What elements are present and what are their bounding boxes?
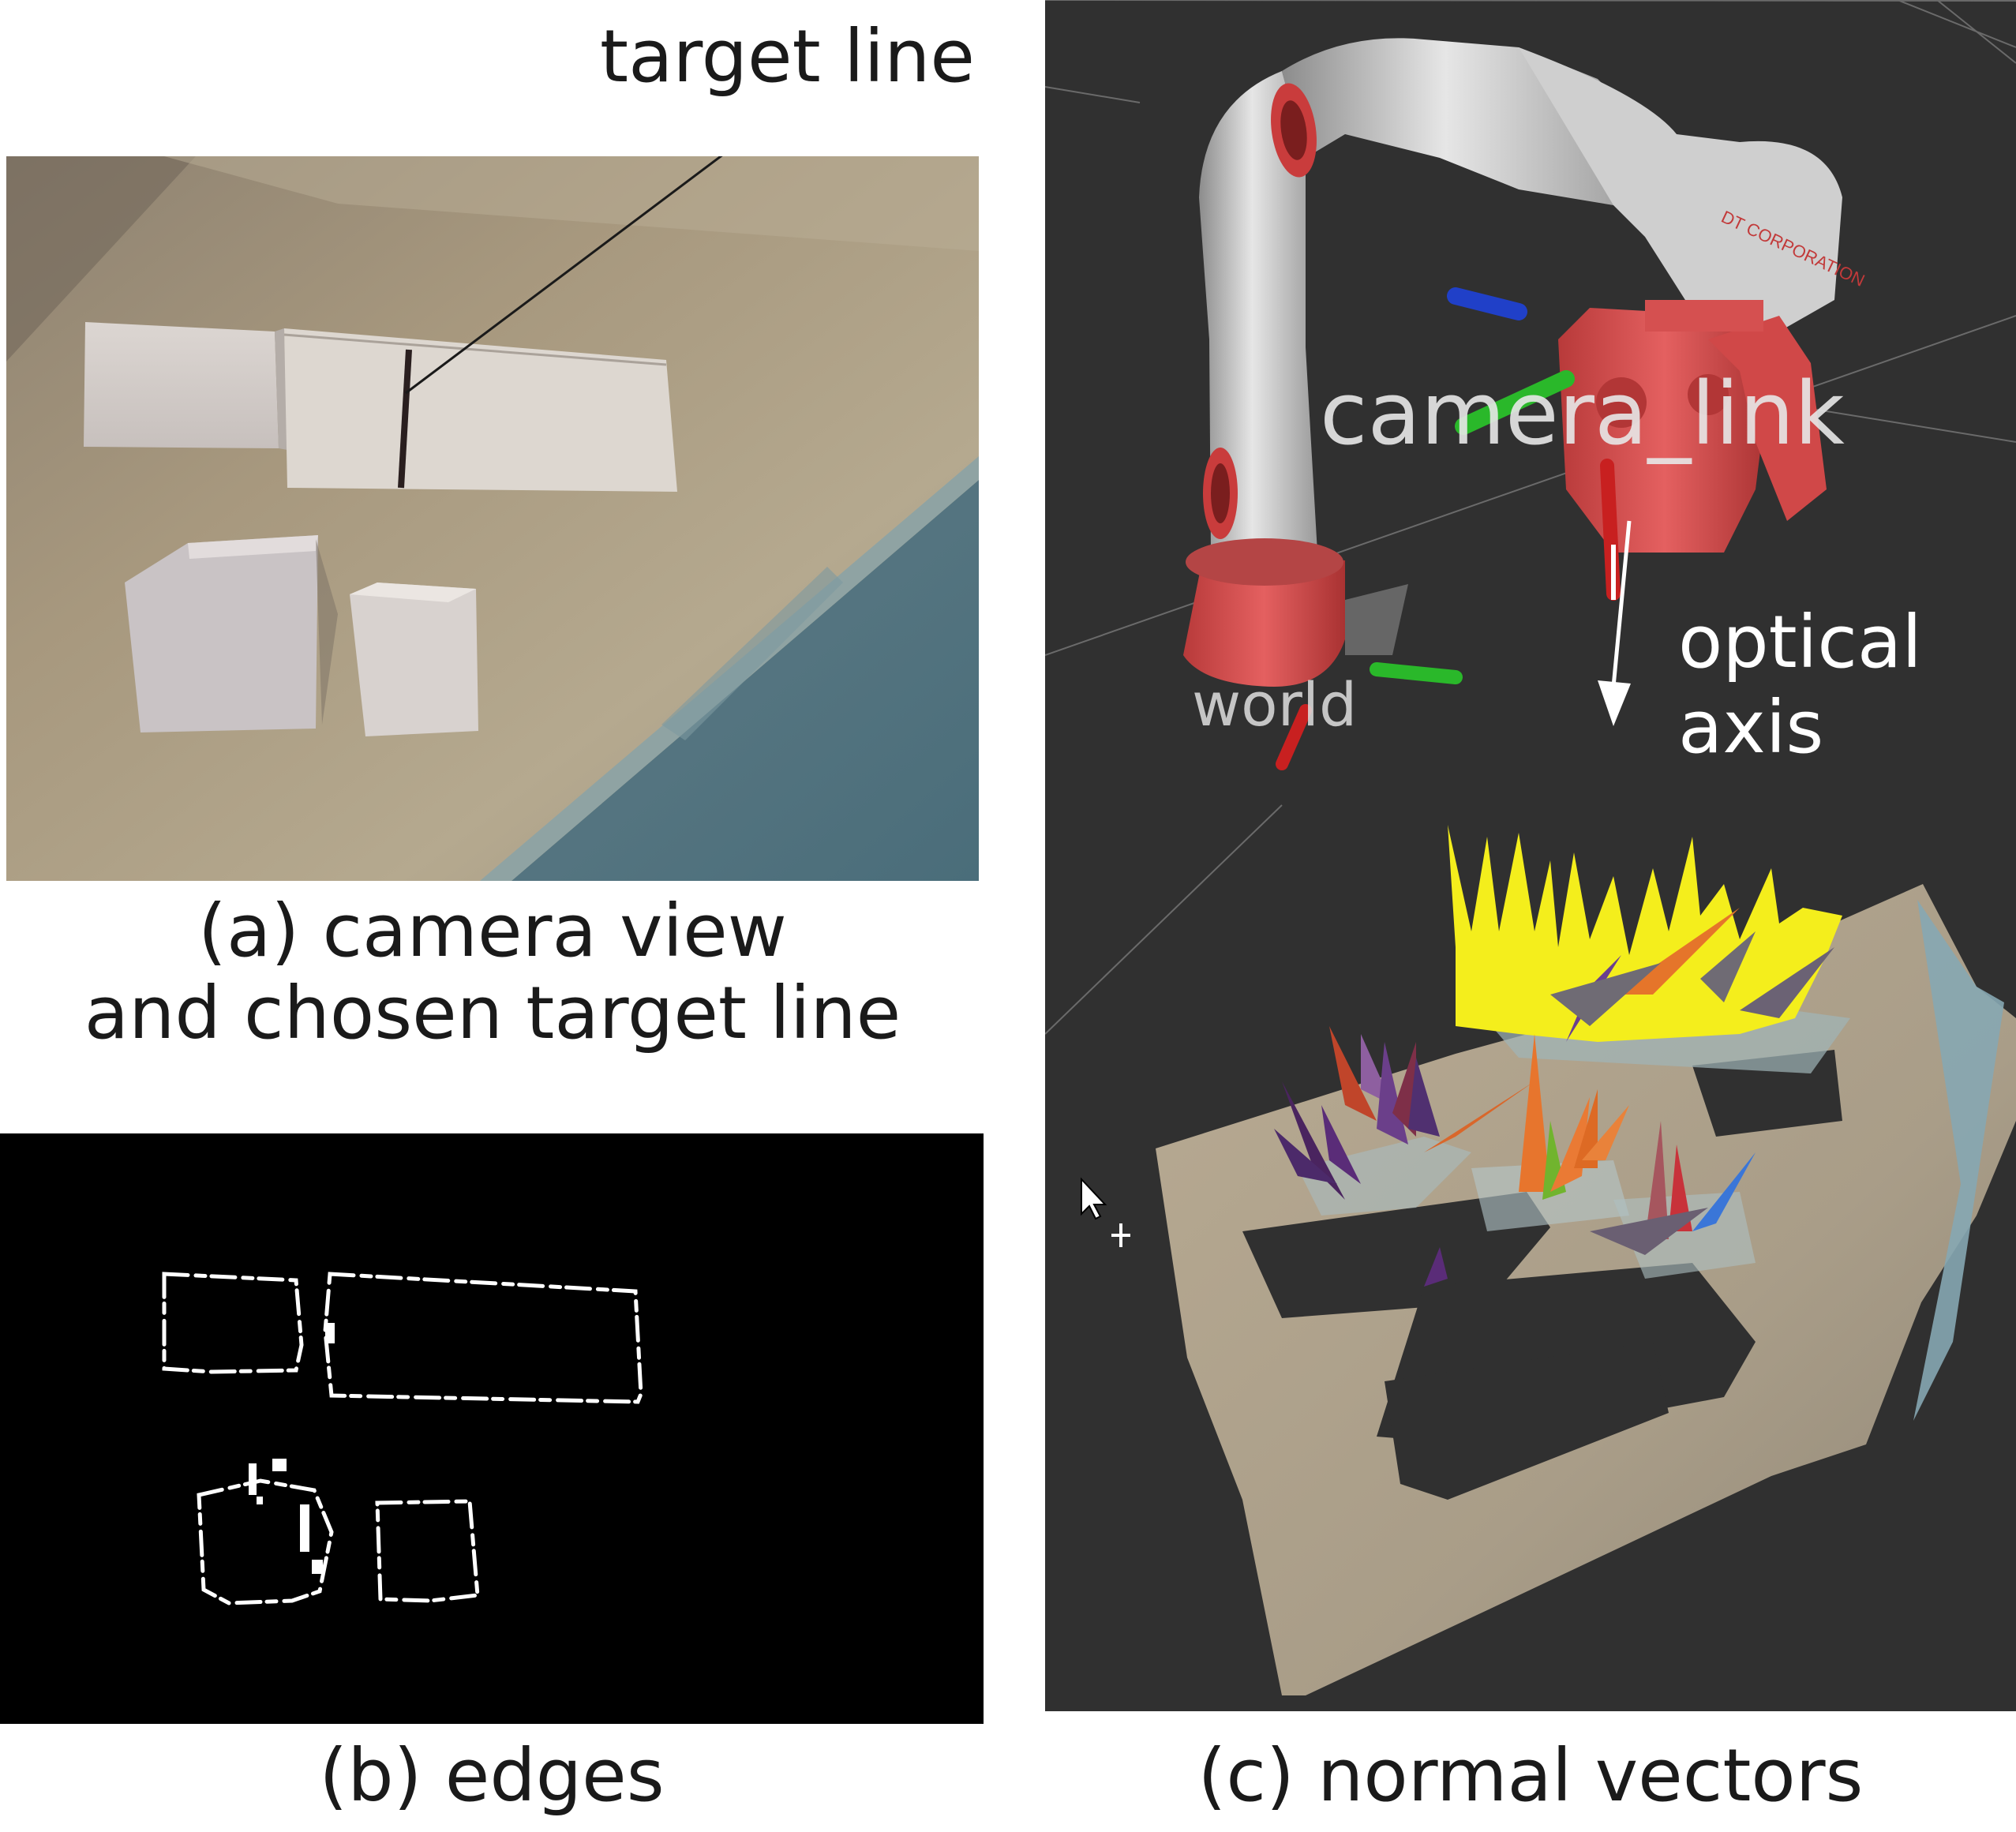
panel-a-caption-line1: (a) camera view: [198, 889, 787, 973]
optical-axis-arrow: [1598, 520, 1632, 726]
rviz-panel: DT CORPORATION: [1045, 0, 2016, 1711]
tf-axes: [1276, 287, 1621, 770]
robot-arm: [1183, 38, 1842, 687]
camera-link-label: camera_link: [1320, 363, 1845, 464]
mouse-cursor-icon: [1081, 1177, 1130, 1247]
target-line-label: target line: [600, 14, 976, 99]
edges-image: [162, 1272, 643, 1605]
optical-axis-label-line2: axis: [1678, 685, 1824, 770]
yellow-normal-vectors: [1448, 825, 1842, 1042]
rviz-viewport: DT CORPORATION: [1045, 0, 2016, 1695]
world-frame-label: world: [1192, 669, 1358, 740]
panel-a-caption-line2: and chosen target line: [84, 971, 901, 1055]
panel-b-caption: (b) edges: [319, 1733, 665, 1818]
cone-normal-vectors: [1274, 908, 1834, 1287]
target-line-mark: [398, 349, 412, 489]
edges-panel: [0, 1133, 984, 1724]
camera-view-panel: [6, 156, 979, 881]
panel-c-caption: (c) normal vectors: [1197, 1733, 1864, 1818]
optical-axis-label-line1: optical: [1678, 600, 1922, 684]
camera-view-image: [6, 156, 979, 881]
